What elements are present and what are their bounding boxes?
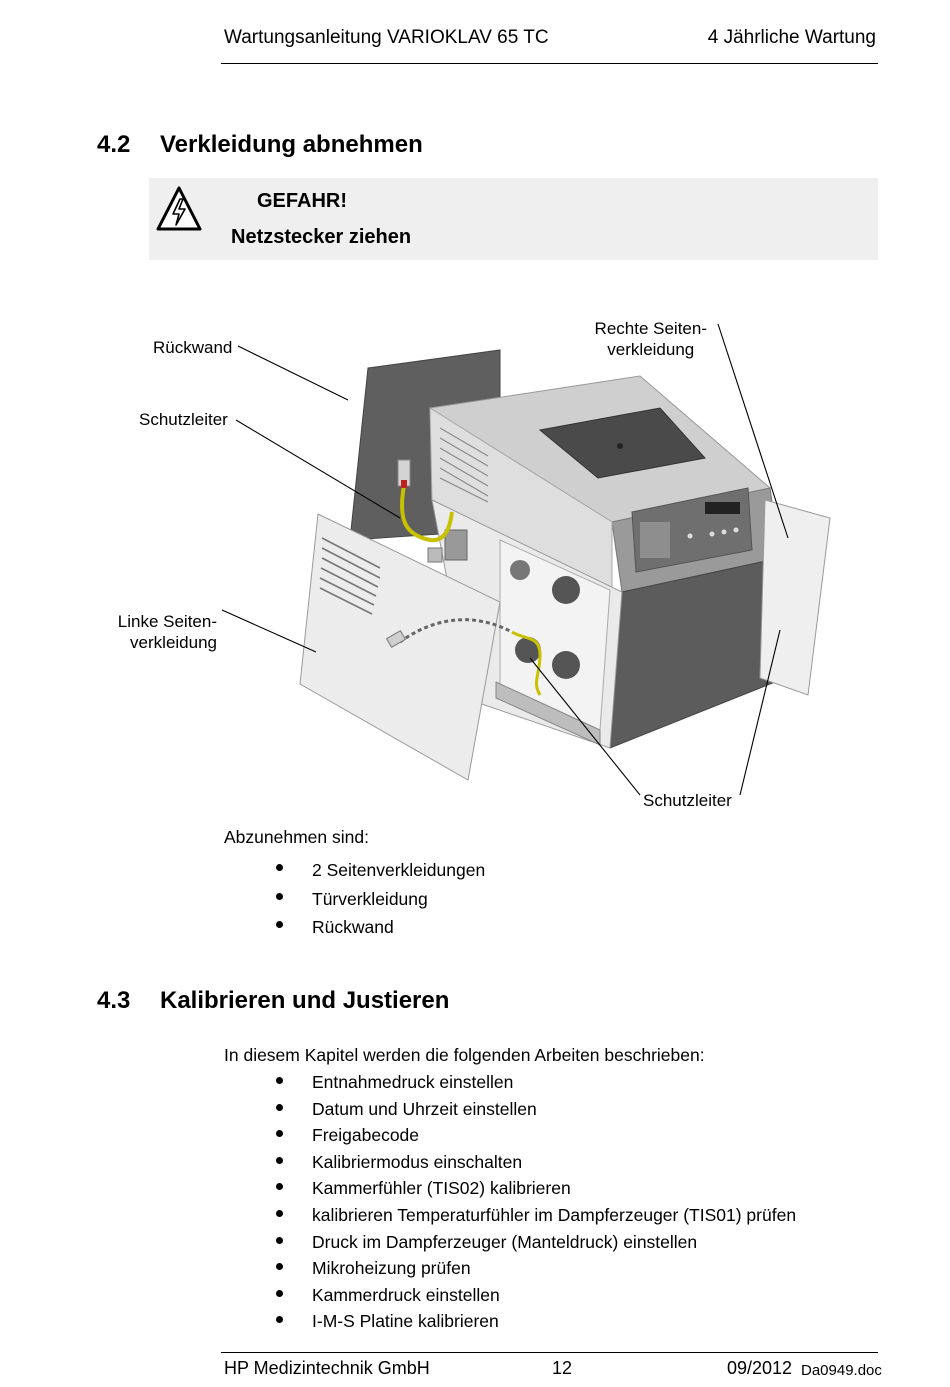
list-item: Rückwand <box>224 913 485 942</box>
list-item: Druck im Dampferzeuger (Manteldruck) ein… <box>224 1229 796 1256</box>
footer-page-number: 12 <box>552 1358 573 1378</box>
footer-date: 09/2012 <box>727 1358 793 1378</box>
list-item: I-M-S Platine kalibrieren <box>224 1308 796 1335</box>
label-schutzleiter-top: Schutzleiter <box>139 410 228 429</box>
section-4-3-intro: In diesem Kapitel werden die folgenden A… <box>224 1045 705 1065</box>
label-schutzleiter-bottom: Schutzleiter <box>643 791 732 810</box>
section-number: 4.2 <box>97 131 131 158</box>
label-rechte-line2: verkleidung <box>607 340 695 359</box>
label-linke-line1: Linke Seiten- <box>117 612 217 631</box>
footer-doc-id: Da0949.doc <box>801 1362 882 1379</box>
section-heading-4-3: 4.3 Kalibrieren und Justieren <box>97 987 797 1017</box>
label-linke-line2: verkleidung <box>130 633 217 652</box>
list-item: 2 Seitenverkleidungen <box>224 856 485 885</box>
list-item: Datum und Uhrzeit einstellen <box>224 1096 796 1123</box>
header-chapter: 4 Jährliche Wartung <box>707 27 876 48</box>
section-4-3-list: Entnahmedruck einstellen Datum und Uhrze… <box>224 1069 796 1335</box>
section-4-2-intro: Abzunehmen sind: <box>224 827 369 847</box>
list-item: Freigabecode <box>224 1122 796 1149</box>
section-4-2-list: 2 Seitenverkleidungen Türverkleidung Rüc… <box>224 856 485 942</box>
warning-box <box>149 178 878 260</box>
warning-title: GEFAHR! <box>257 190 347 212</box>
label-rechte-line1: Rechte Seiten- <box>594 319 707 338</box>
list-item: Kammerfühler (TIS02) kalibrieren <box>224 1175 796 1202</box>
label-linke-seitenverkleidung: Linke Seiten- verkleidung <box>118 611 217 653</box>
footer-rule <box>221 1352 878 1353</box>
high-voltage-warning-icon <box>156 186 202 231</box>
list-item: Kammerdruck einstellen <box>224 1282 796 1309</box>
label-rechte-seitenverkleidung: Rechte Seiten- verkleidung <box>595 318 707 360</box>
header-rule <box>221 63 878 64</box>
list-item: Entnahmedruck einstellen <box>224 1069 796 1096</box>
section-number: 4.3 <box>97 987 131 1014</box>
autoclave-exploded-illustration <box>221 323 831 796</box>
warning-text: Netzstecker ziehen <box>231 226 412 248</box>
list-item: Türverkleidung <box>224 885 485 914</box>
label-rueckwand: Rückwand <box>153 338 233 357</box>
section-heading-4-2: 4.2 Verkleidung abnehmen <box>97 131 797 161</box>
list-item: Kalibriermodus einschalten <box>224 1149 796 1176</box>
header-title: Wartungsanleitung VARIOKLAV 65 TC <box>224 27 549 48</box>
footer-company: HP Medizintechnik GmbH <box>224 1358 430 1378</box>
list-item: Mikroheizung prüfen <box>224 1255 796 1282</box>
section-title: Kalibrieren und Justieren <box>160 987 450 1014</box>
section-title: Verkleidung abnehmen <box>160 131 423 158</box>
list-item: kalibrieren Temperaturfühler im Dampferz… <box>224 1202 796 1229</box>
